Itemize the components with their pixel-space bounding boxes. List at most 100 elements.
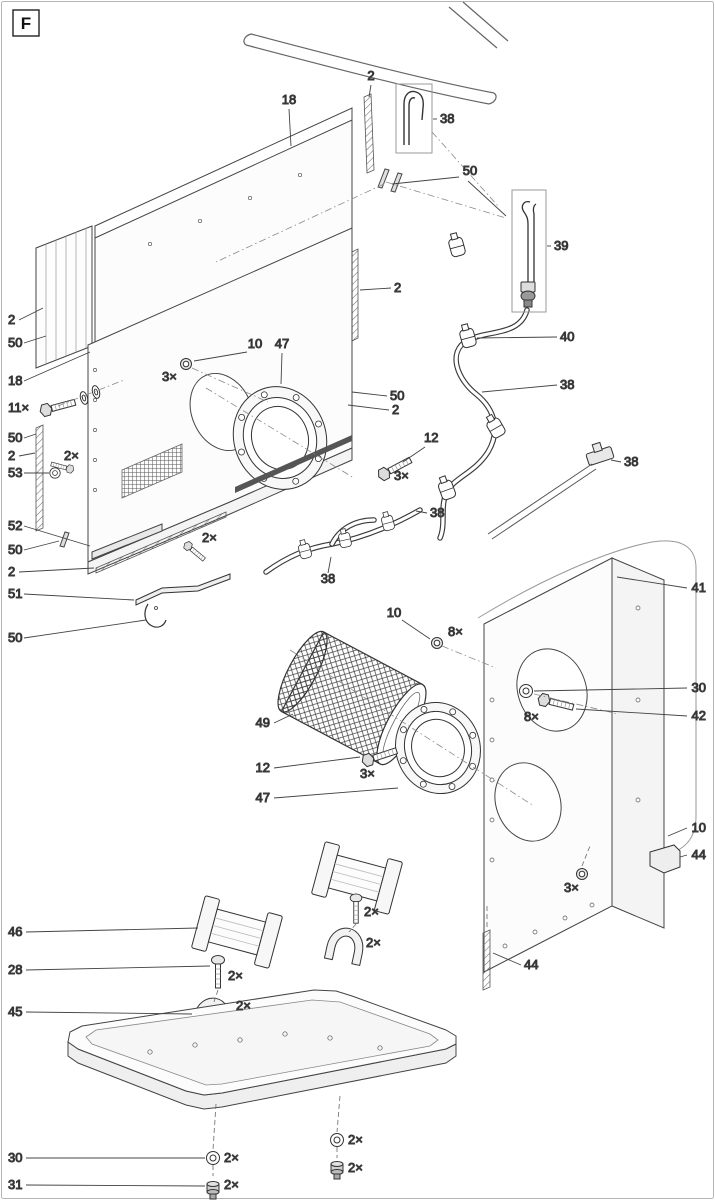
nut-8x <box>431 637 443 649</box>
pins-50 <box>377 168 403 193</box>
callout-50: 50 <box>463 163 477 178</box>
leader-line <box>23 540 60 551</box>
base-tray <box>67 989 457 1110</box>
leader-line <box>23 619 147 639</box>
leader-line <box>18 307 44 321</box>
callout-40: 40 <box>560 329 574 344</box>
leader-line <box>575 708 688 717</box>
leader-line <box>368 84 372 98</box>
leader-line <box>193 351 248 362</box>
washer-30 <box>519 684 533 698</box>
foam-strip-top-2 <box>363 93 375 174</box>
callout-2x: 2× <box>366 935 381 950</box>
callout-3x: 3× <box>360 766 375 781</box>
callout-46: 46 <box>8 924 22 939</box>
gasket-strip <box>235 435 352 493</box>
callout-18: 18 <box>8 373 22 388</box>
foam-strip-bottom-2 <box>95 511 227 574</box>
callout-30: 30 <box>692 680 706 695</box>
callout-53: 53 <box>8 465 22 480</box>
figure-label-box: F <box>12 9 40 37</box>
callout-38: 38 <box>321 571 335 586</box>
leader-line <box>273 787 399 799</box>
pin-50-small <box>59 531 70 548</box>
callout-2x: 2× <box>348 1160 363 1175</box>
callout-3x: 3× <box>162 369 177 384</box>
corner-panel <box>35 225 93 369</box>
callout-51: 51 <box>8 586 22 601</box>
leader-line <box>359 287 392 291</box>
callout-39: 39 <box>554 238 568 253</box>
callout-2x: 2× <box>224 1177 239 1192</box>
leader-line <box>273 713 294 724</box>
callout-10: 10 <box>248 336 262 351</box>
leader-line <box>25 1011 193 1015</box>
callout-38: 38 <box>430 505 444 520</box>
callout-12: 12 <box>424 430 438 445</box>
top-frame-tube <box>243 1 509 105</box>
callout-2x: 2× <box>224 1150 239 1165</box>
leader-line <box>351 391 388 397</box>
callout-42: 42 <box>692 708 706 723</box>
callout-10: 10 <box>387 605 401 620</box>
leader-line <box>533 687 688 692</box>
leader-line <box>23 593 135 601</box>
callout-10: 10 <box>692 820 706 835</box>
tube-38-diagonal <box>487 463 597 540</box>
leader-line <box>667 827 688 837</box>
leader-line <box>402 446 426 463</box>
callout-2: 2 <box>8 564 15 579</box>
leader-line <box>415 510 428 514</box>
flange-47-upper <box>232 386 328 490</box>
leader-line <box>679 854 688 858</box>
leader-line <box>23 525 91 547</box>
level-tube-39-box <box>511 189 547 313</box>
callout-38: 38 <box>440 111 454 126</box>
callout-38: 38 <box>560 377 574 392</box>
callout-50: 50 <box>8 630 22 645</box>
tube-retainer-38-box <box>395 83 433 154</box>
flange-47-lower <box>395 701 481 795</box>
callout-44: 44 <box>692 847 706 862</box>
bracket-44 <box>649 844 681 874</box>
foam-strip-44 <box>482 929 491 991</box>
bracket-51 <box>135 573 231 606</box>
leader-line <box>467 180 507 217</box>
leader-line <box>481 384 558 393</box>
callout-28: 28 <box>8 962 22 977</box>
callout-50: 50 <box>8 542 22 557</box>
callout-45: 45 <box>8 1004 22 1019</box>
callout-2: 2 <box>392 402 399 417</box>
callout-2: 2 <box>367 68 374 83</box>
construction-lines <box>57 131 619 1176</box>
leader-line <box>273 756 361 769</box>
callout-49: 49 <box>256 715 270 730</box>
callout-2x: 2× <box>64 448 79 463</box>
leader-line <box>25 927 199 933</box>
hook-50 <box>144 603 167 628</box>
callout-38: 38 <box>624 454 638 469</box>
callout-3x: 3× <box>564 880 579 895</box>
leader-line <box>476 336 558 339</box>
nut-3x-lower <box>576 868 588 880</box>
housing-outline-right <box>477 540 697 869</box>
leader-line <box>616 576 688 589</box>
leader-line <box>23 351 91 382</box>
leader-line <box>23 335 47 344</box>
hose-assembly-38-middle <box>263 507 423 575</box>
elbow-fitting-38 <box>585 441 615 466</box>
washer-53 <box>49 467 61 479</box>
foam-strip-right-2 <box>351 248 359 342</box>
leader-line <box>327 556 332 574</box>
leader-line <box>25 965 211 971</box>
figure-label: F <box>21 14 31 33</box>
leader-line <box>23 433 37 439</box>
callout-50: 50 <box>390 388 404 403</box>
washer-2x-right <box>330 1133 344 1147</box>
panel-41 <box>483 557 665 973</box>
leader-line <box>401 619 431 640</box>
callout-50: 50 <box>8 335 22 350</box>
callout-47: 47 <box>275 336 289 351</box>
